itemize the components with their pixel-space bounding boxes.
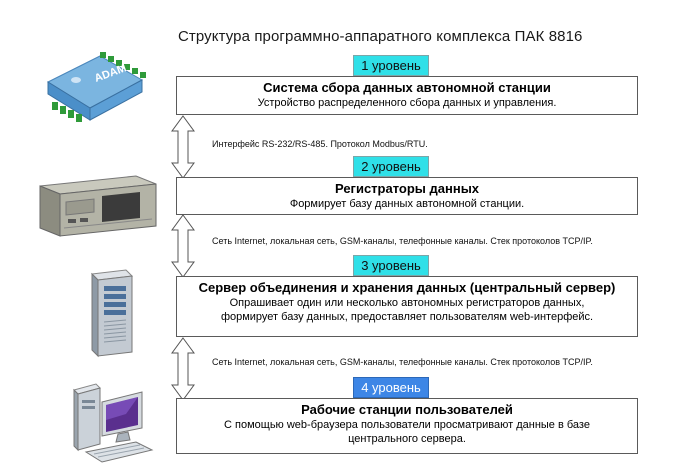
- level-4-box: Рабочие станции пользователей С помощью …: [176, 398, 638, 454]
- interface-label-3: Сеть Internet, локальная сеть, GSM-канал…: [212, 357, 593, 367]
- tower-server-icon: [90, 269, 134, 358]
- level-2-heading: Регистраторы данных: [334, 181, 480, 196]
- level-2-box: Регистраторы данных Формирует базу данны…: [176, 177, 638, 215]
- rack-server-icon: [39, 175, 157, 237]
- diagram-title: Структура программно-аппаратного комплек…: [178, 28, 583, 45]
- level-3-badge: 3 уровень: [353, 255, 429, 276]
- level-1-desc: Устройство распределенного сбора данных …: [257, 97, 557, 109]
- interface-label-1: Интерфейс RS-232/RS-485. Протокол Modbus…: [212, 139, 428, 149]
- level-2-desc: Формирует базу данных автономной станции…: [289, 198, 525, 210]
- level-1-badge: 1 уровень: [353, 55, 429, 76]
- level-3-heading: Сервер объединения и хранения данных (це…: [198, 280, 616, 295]
- level-4-desc-line-1: С помощью web-браузера пользователи прос…: [224, 419, 590, 431]
- level-3-box: Сервер объединения и хранения данных (це…: [176, 276, 638, 337]
- adam-module-icon: ADAM: [46, 52, 146, 122]
- level-4-heading: Рабочие станции пользователей: [301, 402, 513, 417]
- level-3-desc-line-1: Опрашивает один или несколько автономных…: [229, 297, 585, 309]
- interface-label-2: Сеть Internet, локальная сеть, GSM-канал…: [212, 236, 593, 246]
- level-1-heading: Система сбора данных автономной станции: [263, 80, 551, 95]
- level-4-badge: 4 уровень: [353, 377, 429, 398]
- connection-arrow-3: [171, 337, 195, 401]
- connection-arrow-1: [171, 115, 195, 179]
- level-2-badge: 2 уровень: [353, 156, 429, 177]
- level-3-desc-line-2: формирует базу данных, предоставляет пол…: [220, 311, 594, 323]
- level-1-box: Система сбора данных автономной станции …: [176, 76, 638, 115]
- connection-arrow-2: [171, 214, 195, 278]
- level-4-desc-line-2: центрального сервера.: [348, 433, 466, 445]
- workstation-icon: [73, 383, 154, 463]
